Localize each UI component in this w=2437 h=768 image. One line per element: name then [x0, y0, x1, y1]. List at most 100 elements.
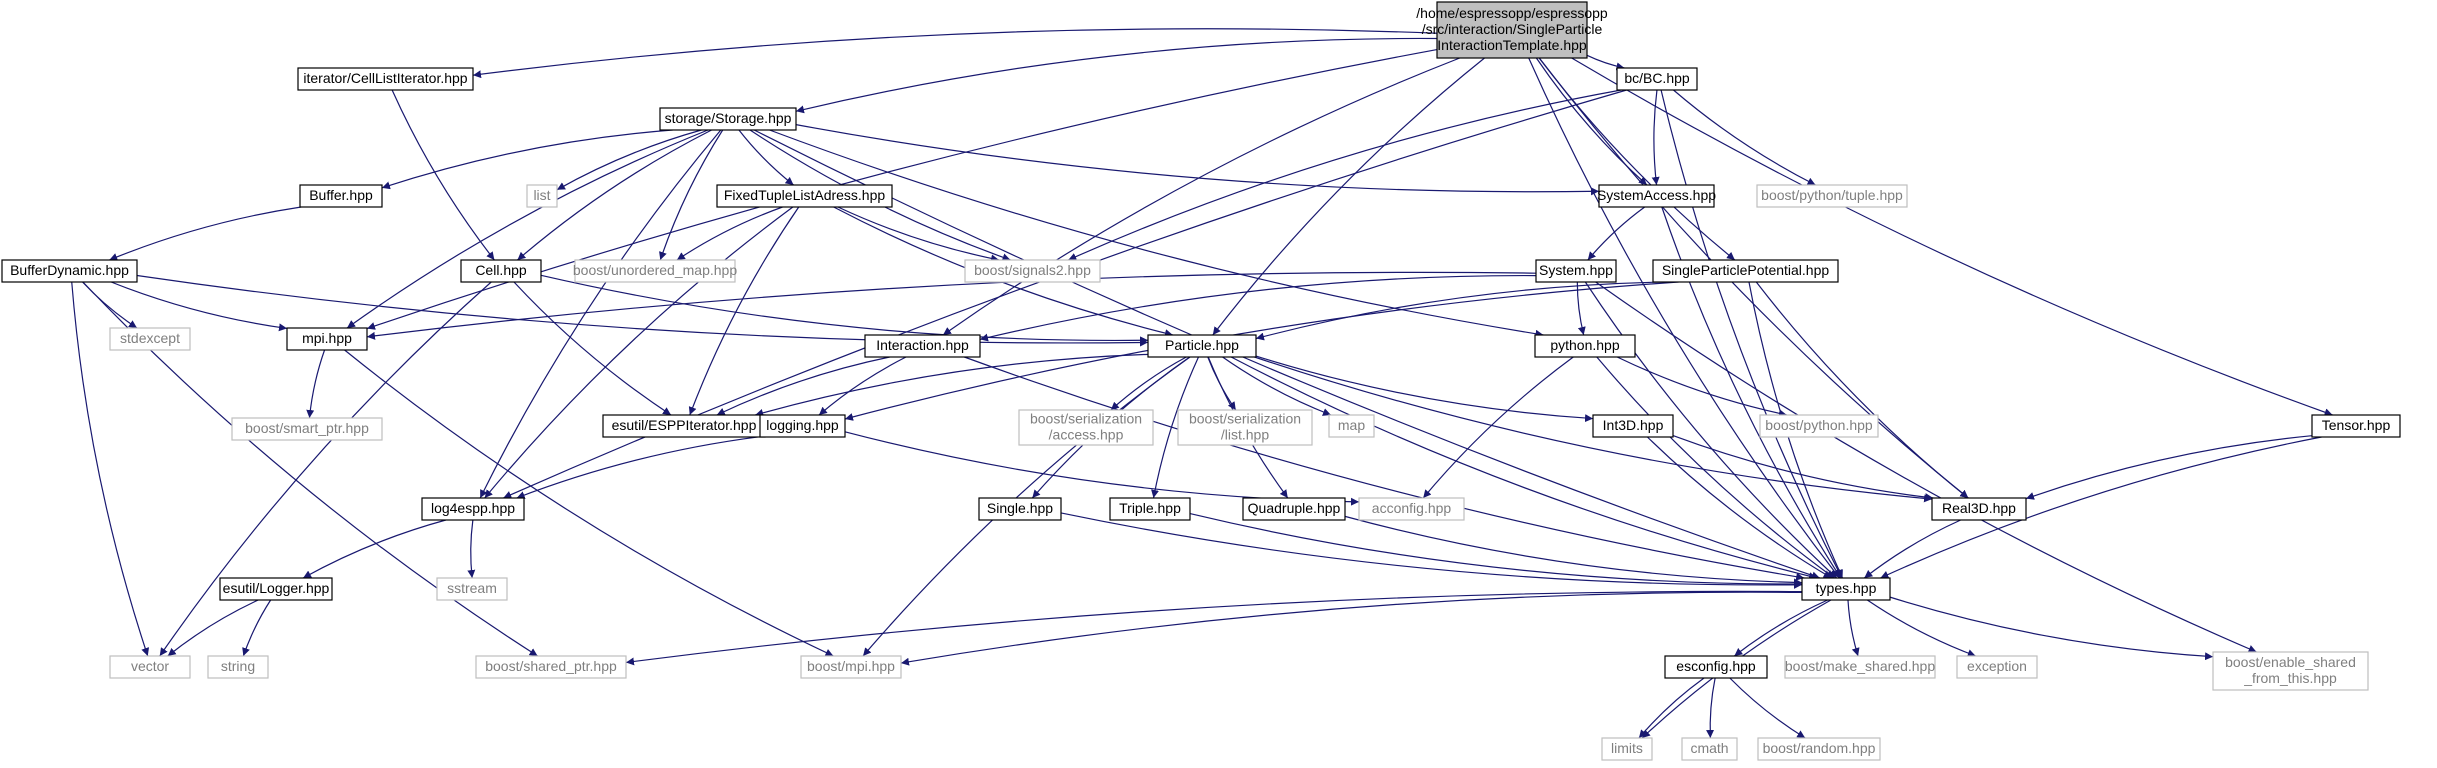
node-label-enableshared: _from_this.hpp	[2243, 670, 2337, 686]
node-label-root: /src/interaction/SingleParticle	[1422, 21, 1603, 37]
node-triple[interactable]: Triple.hpp	[1109, 497, 1191, 521]
node-int3d[interactable]: Int3D.hpp	[1592, 414, 1674, 438]
node-label-esconfig: esconfig.hpp	[1676, 658, 1756, 674]
edge-triple-to-types	[1189, 513, 1803, 588]
node-label-sysacc: SystemAccess.hpp	[1597, 187, 1716, 203]
node-sstream: sstream	[436, 577, 508, 601]
node-bc[interactable]: bc/BC.hpp	[1616, 67, 1698, 91]
node-label-logger: esutil/Logger.hpp	[223, 580, 330, 596]
edge-bufdyn-to-vector	[71, 281, 150, 657]
edge-bc-to-bp_tuple	[1673, 89, 1816, 186]
node-box-sysacc	[1598, 184, 1715, 208]
node-box-bs_list	[1177, 409, 1313, 446]
node-interaction[interactable]: Interaction.hpp	[864, 334, 981, 358]
node-box-enableshared	[2212, 651, 2369, 691]
node-system[interactable]: System.hpp	[1535, 259, 1617, 283]
node-single[interactable]: Single.hpp	[978, 497, 1062, 521]
node-label-int3d: Int3D.hpp	[1603, 417, 1664, 433]
node-label-bs_access: boost/serialization	[1030, 411, 1142, 427]
edge-esconfig-to-limits	[1638, 677, 1705, 739]
edge-python-to-types	[1596, 356, 1835, 579]
node-label-exception: exception	[1967, 658, 2027, 674]
edge-bc-to-signals2	[1068, 89, 1622, 261]
node-label-logging: logging.hpp	[766, 417, 839, 433]
edge-log4espp-to-sstream	[467, 519, 476, 579]
node-cell[interactable]: Cell.hpp	[460, 259, 542, 283]
edge-ftla-to-log4espp	[484, 206, 794, 499]
node-bufdyn[interactable]: BufferDynamic.hpp	[1, 259, 138, 283]
node-signals2: boost/signals2.hpp	[964, 259, 1101, 283]
edge-particle-to-types	[1230, 356, 1817, 580]
node-label-ftla: FixedTupleListAdress.hpp	[724, 187, 886, 203]
edge-root-to-interaction	[942, 57, 1460, 336]
node-esconfig[interactable]: esconfig.hpp	[1664, 655, 1768, 679]
node-brandom: boost/random.hpp	[1757, 737, 1881, 761]
edge-system-to-interaction	[979, 274, 1537, 342]
node-bpython: boost/python.hpp	[1759, 414, 1879, 438]
node-box-particle	[1147, 334, 1257, 358]
node-tensor[interactable]: Tensor.hpp	[2311, 414, 2401, 438]
node-acconfig: acconfig.hpp	[1358, 497, 1465, 521]
node-box-limits	[1601, 737, 1653, 761]
node-label-root: InteractionTemplate.hpp	[1437, 37, 1587, 53]
node-box-spp	[1652, 259, 1839, 283]
node-types[interactable]: types.hpp	[1801, 577, 1891, 601]
node-enableshared: boost/enable_shared_from_this.hpp	[2212, 651, 2369, 691]
node-unordered: boost/unordered_map.hpp	[573, 259, 737, 283]
node-box-cell_iter	[297, 67, 474, 91]
node-label-system: System.hpp	[1539, 262, 1613, 278]
node-box-unordered	[574, 259, 736, 283]
node-storage[interactable]: storage/Storage.hpp	[659, 107, 797, 131]
node-bs_list: boost/serialization/list.hpp	[1177, 409, 1313, 446]
node-box-list	[526, 184, 558, 208]
node-box-logger	[219, 577, 333, 601]
node-root[interactable]: /home/espressopp/espressopp/src/interact…	[1416, 1, 1608, 59]
node-cell_iter[interactable]: iterator/CellListIterator.hpp	[297, 67, 474, 91]
edge-root-to-tensor	[1571, 57, 2333, 417]
edge-system-to-types	[1584, 281, 1838, 579]
node-box-int3d	[1592, 414, 1674, 438]
node-label-particle: Particle.hpp	[1165, 337, 1239, 353]
node-real3d[interactable]: Real3D.hpp	[1931, 497, 2027, 521]
node-list: list	[526, 184, 558, 208]
edge-particle-to-triple	[1151, 356, 1200, 499]
node-espp_iter[interactable]: esutil/ESPPIterator.hpp	[602, 414, 766, 438]
node-python[interactable]: python.hpp	[1534, 334, 1636, 358]
node-label-cmath: cmath	[1690, 740, 1728, 756]
node-particle[interactable]: Particle.hpp	[1147, 334, 1257, 358]
node-box-bufdyn	[1, 259, 138, 283]
edge-storage-to-ftla	[738, 129, 794, 186]
node-logging[interactable]: logging.hpp	[759, 414, 846, 438]
edge-particle-to-real3d	[1254, 356, 1933, 503]
node-label-vector: vector	[131, 658, 169, 674]
node-box-vector	[109, 655, 191, 679]
node-ftla[interactable]: FixedTupleListAdress.hpp	[716, 184, 893, 208]
node-box-ftla	[716, 184, 893, 208]
node-label-enableshared: boost/enable_shared	[2225, 654, 2356, 670]
node-logger[interactable]: esutil/Logger.hpp	[219, 577, 333, 601]
node-label-buffer: Buffer.hpp	[309, 187, 373, 203]
node-quadruple[interactable]: Quadruple.hpp	[1242, 497, 1346, 521]
edge-types-to-exception	[1866, 599, 1976, 657]
node-mpi[interactable]: mpi.hpp	[286, 327, 368, 351]
edge-spp-to-logging	[844, 281, 1679, 421]
edge-storage-to-log4espp	[479, 129, 722, 499]
node-label-interaction: Interaction.hpp	[876, 337, 969, 353]
node-label-limits: limits	[1611, 740, 1643, 756]
node-box-types	[1801, 577, 1891, 601]
edge-system-to-enableshared	[1595, 281, 2257, 653]
node-sysacc[interactable]: SystemAccess.hpp	[1597, 184, 1716, 208]
edge-logger-to-vector	[167, 599, 259, 657]
node-label-log4espp: log4espp.hpp	[431, 500, 515, 516]
node-spp[interactable]: SingleParticlePotential.hpp	[1652, 259, 1839, 283]
node-box-mpi	[286, 327, 368, 351]
edge-esconfig-to-brandom	[1729, 677, 1806, 739]
node-label-signals2: boost/signals2.hpp	[974, 262, 1091, 278]
edge-root-to-cell_iter	[472, 28, 1438, 79]
node-buffer[interactable]: Buffer.hpp	[299, 184, 383, 208]
edge-cell-to-espp_iter	[513, 281, 672, 416]
node-box-smartptr	[231, 417, 383, 441]
node-log4espp[interactable]: log4espp.hpp	[421, 497, 525, 521]
node-box-bs_access	[1018, 409, 1154, 446]
edge-buffer-to-bufdyn	[109, 206, 302, 261]
